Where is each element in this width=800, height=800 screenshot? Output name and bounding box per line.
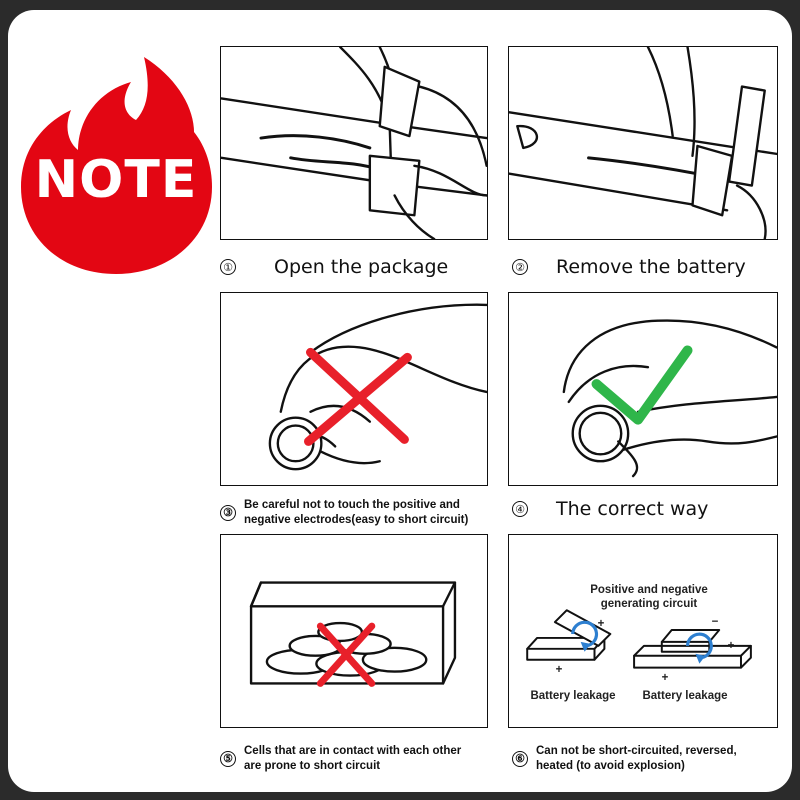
wrong-x-icon: [304, 347, 412, 446]
step-5-caption: ⑤ Cells that are in contact with each ot…: [220, 744, 461, 774]
plus-sign: +: [597, 618, 605, 630]
note-badge: NOTE: [16, 52, 216, 277]
step-4-illustration: [508, 292, 778, 486]
step-6-caption: ⑥ Can not be short-circuited, reversed, …: [512, 744, 737, 774]
step-3-illustration: [220, 292, 488, 486]
step-5-illustration: [220, 534, 488, 728]
circuit-arrow-icon: [571, 620, 713, 664]
instruction-sheet: NOTE ① Open the package: [8, 10, 792, 792]
flame-icon: [21, 57, 212, 274]
step-6-illustration: Positive and negative generating circuit…: [508, 534, 778, 728]
circuit-title: Positive and negative generating circuit: [590, 584, 708, 610]
step-2-illustration: [508, 46, 778, 240]
left-leakage-label: Battery leakage: [530, 690, 616, 702]
plus-sign-3: +: [727, 640, 735, 652]
plus-sign-2: +: [555, 664, 563, 676]
note-text: NOTE: [34, 150, 198, 210]
step-4-caption: ④ The correct way: [512, 498, 708, 520]
step-3-caption: ③ Be careful not to touch the positive a…: [220, 498, 468, 528]
wrong-x-icon-2: [316, 622, 376, 687]
step-1-caption: ① Open the package: [220, 256, 448, 278]
step-2-caption: ② Remove the battery: [512, 256, 746, 278]
right-leakage-label: Battery leakage: [642, 690, 728, 702]
correct-check-icon: [591, 345, 693, 425]
minus-sign: −: [711, 616, 719, 628]
plus-sign-4: +: [661, 672, 669, 684]
step-1-illustration: [220, 46, 488, 240]
